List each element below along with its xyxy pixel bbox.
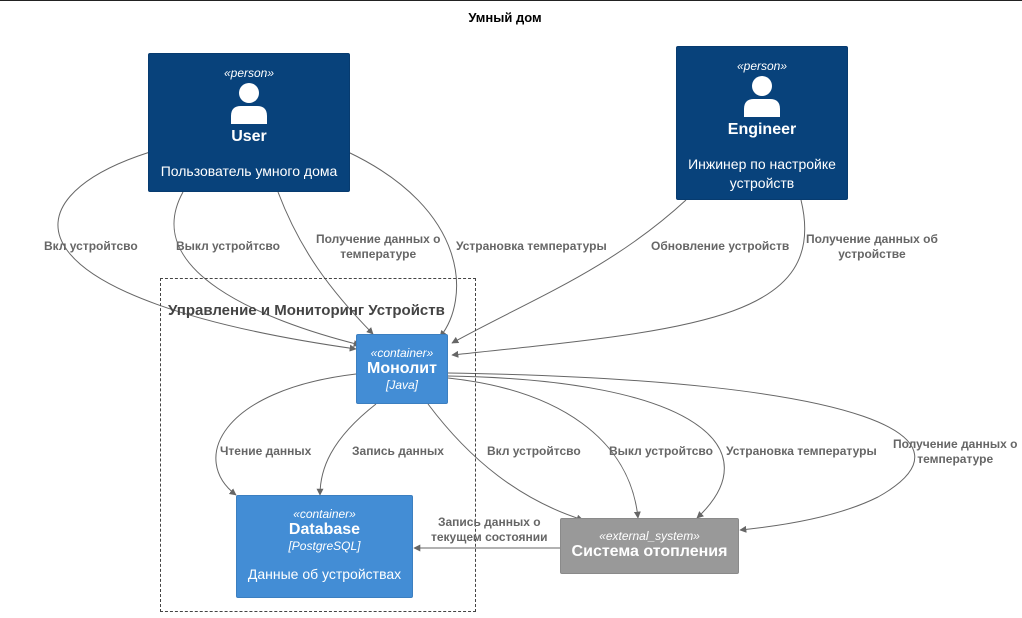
diagram-title: Умный дом	[468, 10, 542, 25]
edge-engineer-update	[451, 199, 687, 344]
edge-label-engineer-update: Обновление устройств	[651, 239, 790, 253]
engineer-description-line1: Инжинер по настройке	[688, 156, 836, 172]
edge-label-mono-read: Чтение данных	[220, 444, 312, 458]
database-technology: [PostgreSQL]	[288, 539, 361, 553]
system-boundary	[160, 278, 476, 612]
person-icon	[744, 76, 780, 117]
edge-label-heating-db: Запись данных о текущем состоянии	[431, 515, 548, 545]
edge-user-temp	[277, 191, 374, 335]
engineer-description-line2: устройств	[729, 175, 795, 191]
database-name: Database	[288, 521, 361, 538]
edge-label-user-off: Выкл устройтсво	[176, 239, 280, 253]
edge-label-mono-temp-line1: Получение данных о	[893, 437, 1018, 451]
user-name: User	[231, 128, 267, 145]
engineer-name: Engineer	[727, 121, 797, 138]
edge-mono-set	[447, 375, 725, 519]
edge-mono-write	[316, 403, 377, 496]
edge-label-engineer-get: Получение данных об устройстве	[806, 232, 938, 262]
heating-stereotype: «external_system»	[599, 529, 700, 543]
monolith-technology: [Java]	[385, 378, 418, 392]
edge-label-mono-on: Вкл устройтсво	[487, 444, 581, 458]
database-stereotype: «container»	[293, 507, 356, 521]
edge-label-user-set: Устрановка температуры	[456, 239, 607, 253]
edge-label-user-on: Вкл устройтсво	[44, 239, 138, 253]
user-description: Пользователь умного дома	[160, 163, 338, 179]
boundary-label: Управление и Мониторинг Устройств	[168, 302, 445, 319]
edge-label-mono-temp-line2: температуре	[917, 452, 994, 466]
edge-engineer-get	[451, 199, 806, 358]
edge-mono-on	[427, 403, 584, 522]
edge-mono-temp	[447, 372, 916, 533]
top-border-line	[0, 0, 1022, 1]
edge-label-mono-off: Выкл устройтсво	[609, 444, 713, 458]
person-icon	[231, 83, 267, 124]
edge-label-mono-write: Запись данных	[352, 444, 444, 458]
edge-label-heating-db-line2: текущем состоянии	[431, 530, 548, 544]
edge-label-user-temp-line1: Получение данных о	[316, 232, 441, 246]
monolith-name: Монолит	[367, 360, 437, 377]
edge-mono-off	[447, 377, 641, 519]
edge-label-engineer-get-line1: Получение данных об	[806, 232, 938, 246]
edge-label-user-temp-line2: температуре	[340, 247, 417, 261]
heating-name: Система отопления	[571, 543, 728, 560]
edge-user-on	[57, 151, 357, 352]
edge-label-mono-set: Устрановка температуры	[726, 444, 877, 458]
edge-label-mono-temp: Получение данных о температуре	[893, 437, 1017, 467]
heating-external-node[interactable]: «external_system» Система отопления	[560, 518, 739, 574]
database-description: Данные об устройствах	[247, 566, 402, 582]
edge-label-heating-db-line1: Запись данных о	[437, 515, 541, 529]
edge-user-set	[347, 151, 458, 338]
edge-user-off	[173, 191, 361, 347]
engineer-stereotype: «person»	[736, 59, 788, 73]
database-container-node[interactable]: «container» Database [PostgreSQL] Данные…	[236, 495, 413, 598]
engineer-person-node[interactable]: «person» Engineer Инжинер по настройке у…	[676, 46, 848, 200]
edge-mono-read	[215, 373, 357, 496]
edge-label-engineer-get-line2: устройстве	[838, 247, 906, 261]
user-person-node[interactable]: «person» User Пользователь умного дома	[148, 53, 350, 192]
edge-label-user-temp: Получение данных о температуре	[316, 232, 440, 262]
monolith-container-node[interactable]: «container» Монолит [Java]	[356, 334, 448, 404]
user-stereotype: «person»	[223, 66, 275, 80]
monolith-stereotype: «container»	[370, 346, 434, 360]
